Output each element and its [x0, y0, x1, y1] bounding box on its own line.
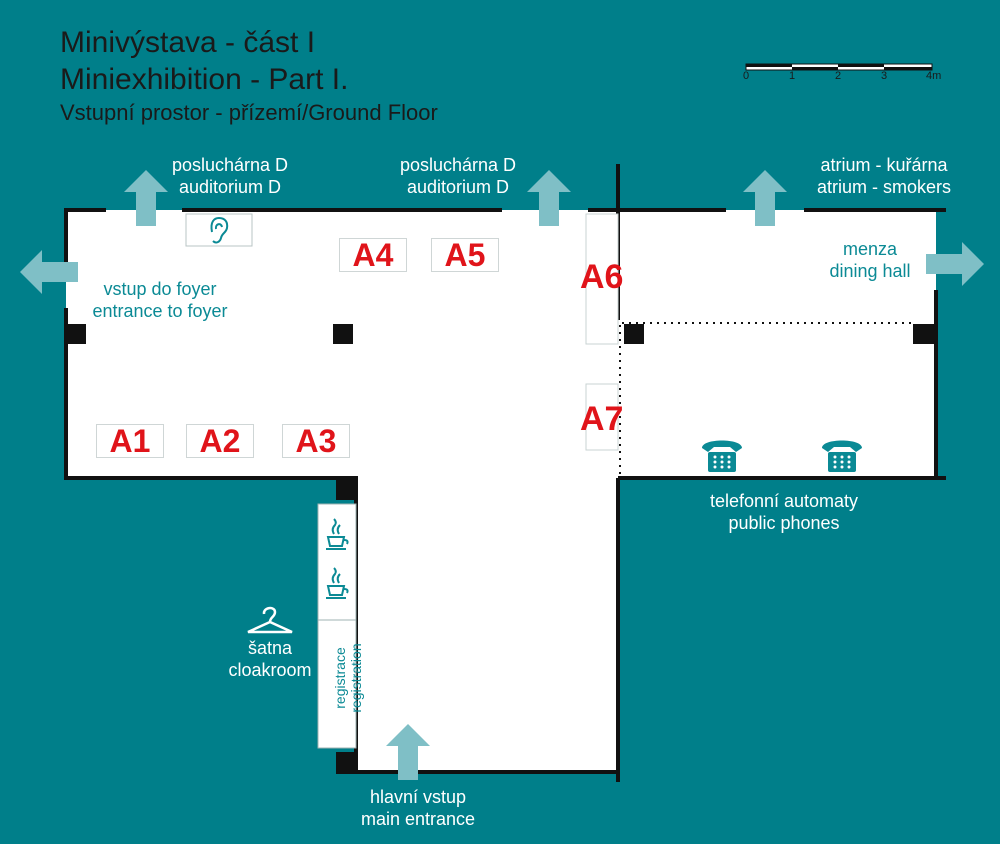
coffee-cup-icon: [326, 567, 349, 599]
scale-tick-label: 1: [789, 70, 796, 82]
pillar: [913, 324, 935, 344]
arrow-up-icon: [743, 170, 787, 226]
booth-a6-outline: [585, 213, 619, 345]
floor-area: [66, 210, 936, 772]
scale-bar: [745, 63, 933, 71]
map-title: Minivýstava - část I: [60, 26, 316, 59]
booth-a3: A3: [282, 424, 350, 458]
scale-tick-label: 4m: [926, 70, 942, 82]
pillar: [336, 480, 356, 500]
pillar: [333, 324, 353, 344]
map-subtitle: Miniexhibition - Part I.: [60, 63, 349, 96]
arrow-right-icon: [926, 242, 984, 286]
arrow-up-icon: [527, 170, 571, 226]
coffee-cup-icon: [326, 518, 349, 550]
hanger-icon: [247, 606, 293, 634]
phone-icon: [702, 440, 742, 472]
registration-desk: [317, 503, 357, 749]
scale-tick-label: 3: [881, 70, 888, 82]
ear-icon: [210, 216, 229, 244]
scale-tick-label: 2: [835, 70, 842, 82]
booth-a4: A4: [339, 238, 407, 272]
arrow-up-icon: [124, 170, 168, 226]
booth-a6: A6: [580, 258, 624, 296]
map-floor-label: Vstupní prostor - přízemí/Ground Floor: [60, 100, 438, 125]
pillar: [336, 752, 358, 774]
pillar: [66, 324, 86, 344]
arrow-left-icon: [20, 250, 78, 294]
scale-tick-label: 0: [743, 70, 750, 82]
pillars: [66, 324, 935, 774]
booth-a1: A1: [96, 424, 164, 458]
booth-a2: A2: [186, 424, 254, 458]
pillar: [624, 324, 644, 344]
arrow-up-icon: [386, 724, 430, 780]
booth-a5: A5: [431, 238, 499, 272]
phone-icon: [822, 440, 862, 472]
booth-a7: A7: [580, 400, 624, 438]
arrows: [20, 170, 984, 780]
booth-a7-outline: [585, 383, 619, 451]
